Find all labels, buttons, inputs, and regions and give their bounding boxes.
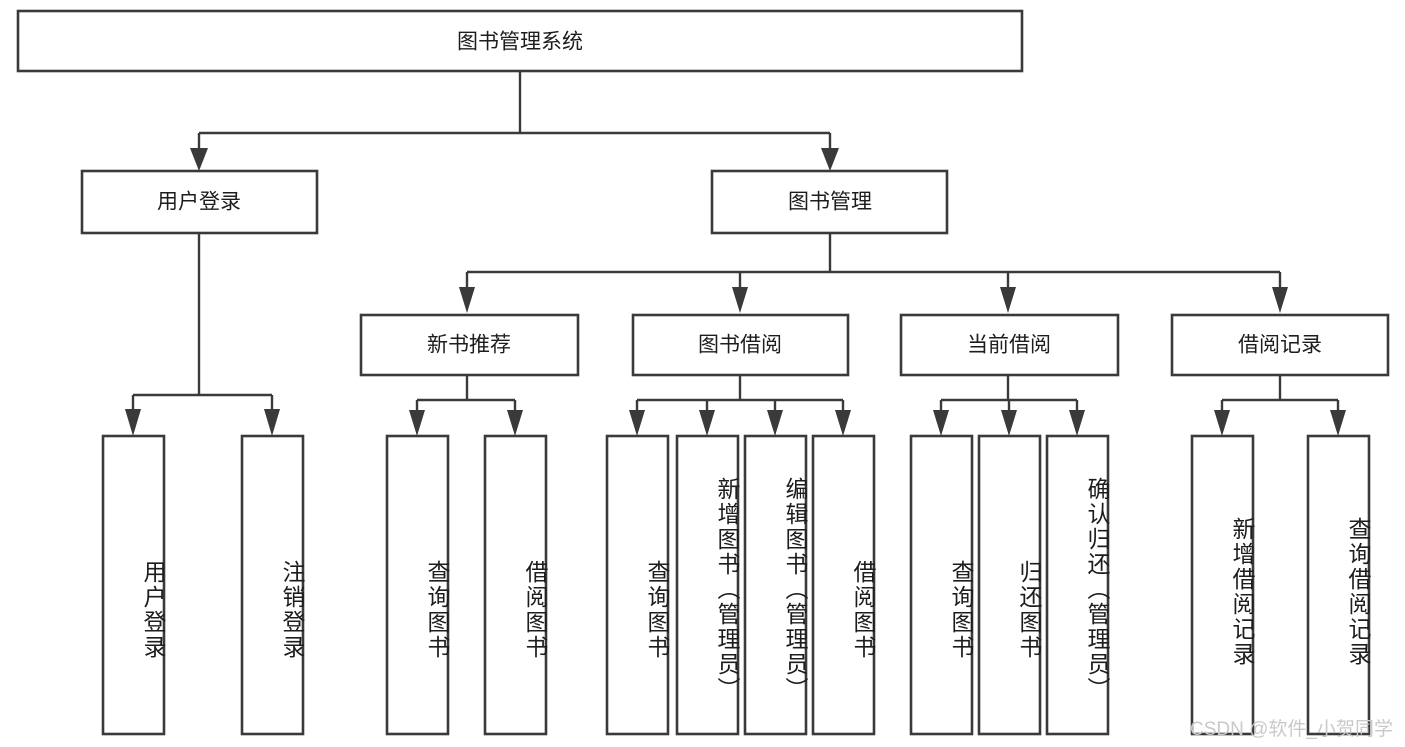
- arrowhead-leaf-logout-login: [264, 409, 280, 436]
- arrowhead-new-book-recommend: [459, 287, 475, 313]
- arrowhead-book-management: [821, 148, 839, 171]
- arrowhead-borrow-record: [1272, 287, 1288, 313]
- label-root: 图书管理系统: [457, 31, 583, 54]
- node-box-leaf-add-book[interactable]: [675, 434, 740, 736]
- node-box-user-login[interactable]: [80, 169, 319, 235]
- arrowhead-leaf-user-login: [125, 409, 141, 436]
- connector-group-new-book-recommend: [409, 375, 523, 436]
- connector-group-book-borrow: [629, 375, 851, 436]
- node-box-root[interactable]: [16, 9, 1024, 73]
- label-borrow-record: 借阅记录: [1238, 334, 1322, 357]
- arrowhead-leaf-query-book-2: [629, 410, 645, 436]
- node-box-borrow-record[interactable]: [1170, 313, 1390, 377]
- label-book-borrow: 图书借阅: [698, 334, 782, 357]
- node-box-leaf-return-book[interactable]: [977, 434, 1042, 736]
- arrowhead-leaf-add-record: [1214, 410, 1230, 436]
- connector-group-root: [190, 71, 839, 171]
- connector-group-borrow-record: [1214, 375, 1346, 436]
- node-box-leaf-query-book-1[interactable]: [385, 434, 450, 736]
- arrowhead-user-login: [190, 148, 208, 171]
- arrowhead-leaf-borrow-book-2: [835, 410, 851, 436]
- node-box-leaf-query-record[interactable]: [1306, 434, 1371, 736]
- arrowhead-leaf-edit-book: [767, 410, 783, 436]
- node-box-leaf-confirm-return[interactable]: [1045, 434, 1110, 736]
- connector-group-current-borrow: [933, 375, 1085, 436]
- connector-group-book-management: [459, 233, 1288, 313]
- arrowhead-leaf-query-record: [1330, 410, 1346, 436]
- arrowhead-leaf-return-book: [1001, 410, 1017, 436]
- node-box-leaf-query-book-3[interactable]: [909, 434, 974, 736]
- label-book-management: 图书管理: [788, 191, 872, 214]
- node-box-current-borrow[interactable]: [899, 313, 1120, 377]
- node-box-leaf-borrow-book-2[interactable]: [811, 434, 876, 736]
- arrowhead-leaf-borrow-book-1: [507, 410, 523, 436]
- connector-group-user-login: [125, 233, 280, 436]
- label-new-book-recommend: 新书推荐: [427, 334, 511, 357]
- node-box-leaf-add-record[interactable]: [1190, 434, 1255, 736]
- arrowhead-leaf-confirm-return: [1069, 410, 1085, 436]
- arrowhead-leaf-add-book: [699, 410, 715, 436]
- label-user-login: 用户登录: [157, 191, 241, 214]
- node-box-book-borrow[interactable]: [631, 313, 850, 377]
- arrowhead-leaf-query-book-1: [409, 410, 425, 436]
- node-box-leaf-edit-book[interactable]: [743, 434, 808, 736]
- node-box-book-management[interactable]: [710, 169, 949, 235]
- arrowhead-current-borrow: [1000, 287, 1016, 313]
- node-box-leaf-user-login[interactable]: [101, 434, 166, 736]
- arrowhead-book-borrow: [732, 287, 748, 313]
- watermark-text: CSDN @软件_小贺同学: [1190, 719, 1393, 740]
- node-box-new-book-recommend[interactable]: [359, 313, 580, 377]
- label-current-borrow: 当前借阅: [967, 334, 1051, 357]
- arrowhead-leaf-query-book-3: [933, 410, 949, 436]
- node-box-leaf-query-book-2[interactable]: [605, 434, 670, 736]
- node-box-leaf-borrow-book-1[interactable]: [483, 434, 548, 736]
- node-box-leaf-logout-login[interactable]: [240, 434, 305, 736]
